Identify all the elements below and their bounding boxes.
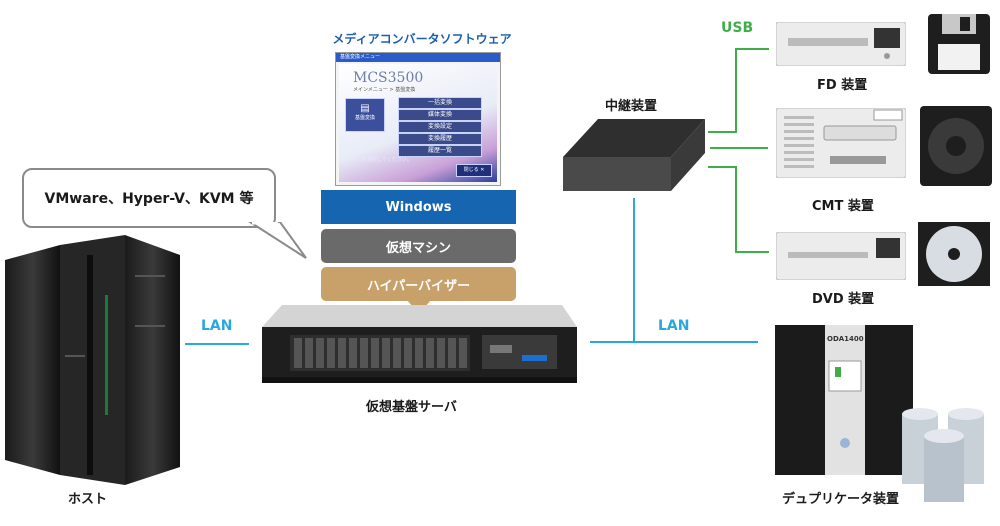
screen-menu-item-4: 変換履歴 bbox=[398, 133, 482, 145]
dvd-label: DVD 装置 bbox=[812, 292, 875, 307]
screen-title-text: 基盤変換メニュー bbox=[340, 54, 381, 60]
usb-label: USB bbox=[721, 20, 754, 36]
screen-side-button: ▤ 基盤変換 bbox=[345, 98, 385, 132]
host-mainframe bbox=[5, 235, 180, 485]
lan-line-relay-vertical bbox=[633, 198, 635, 342]
callout-text: VMware、Hyper-V、KVM 等 bbox=[44, 191, 254, 207]
tape-reel-icon bbox=[920, 106, 992, 186]
usb-line-fd-vertical bbox=[735, 48, 737, 132]
vm-layer: 仮想マシン bbox=[321, 229, 516, 263]
usb-line-dvd-vertical bbox=[735, 166, 737, 252]
optical-disc-icon bbox=[918, 222, 990, 286]
usb-line-dvd-bottom bbox=[735, 251, 769, 253]
dvd-drive bbox=[776, 232, 906, 280]
screen-menu-item-5: 履歴一覧 bbox=[398, 145, 482, 157]
screen-product: MCS3500 bbox=[353, 70, 424, 86]
fd-label: FD 装置 bbox=[817, 78, 868, 93]
relay-device bbox=[563, 119, 705, 191]
duplicator-model: ODA1400 bbox=[827, 335, 864, 343]
disc-stack-icon bbox=[902, 408, 984, 502]
screen-menu-item-1: 一括変換 bbox=[398, 97, 482, 109]
screen-close-button: 閉じる ✕ bbox=[456, 164, 492, 177]
windows-layer: Windows bbox=[321, 190, 516, 224]
server-label: 仮想基盤サーバ bbox=[366, 400, 457, 415]
lan-line-host-server bbox=[185, 343, 249, 345]
screen-side-button-label: 基盤変換 bbox=[354, 115, 375, 121]
hypervisor-layer: ハイパーバイザー bbox=[321, 267, 516, 301]
software-label: メディアコンバータソフトウェア bbox=[332, 32, 512, 46]
lan-label-right: LAN bbox=[658, 318, 690, 334]
screen-menu-item-2: 媒体変換 bbox=[398, 109, 482, 121]
floppy-disk-icon bbox=[928, 14, 990, 74]
lan-label-left: LAN bbox=[201, 318, 233, 334]
document-icon: ▤ bbox=[360, 103, 370, 114]
hypervisor-callout: VMware、Hyper-V、KVM 等 bbox=[22, 168, 276, 228]
usb-line-dvd-top bbox=[708, 166, 737, 168]
screen-status: ボタンを選択してください。 bbox=[347, 157, 412, 163]
virtual-server bbox=[262, 305, 577, 383]
relay-label: 中継装置 bbox=[605, 99, 658, 114]
screen-menu-path: メインメニュー > 基盤変換 bbox=[353, 87, 416, 93]
duplicator-label: デュプリケータ装置 bbox=[782, 492, 900, 507]
lan-line-server-duplicator bbox=[590, 341, 758, 343]
fd-drive bbox=[776, 22, 906, 66]
usb-line-fd-bottom bbox=[708, 131, 737, 133]
cmt-label: CMT 装置 bbox=[812, 199, 874, 214]
host-label: ホスト bbox=[68, 492, 108, 507]
duplicator-device bbox=[775, 325, 913, 475]
screen-menu-item-3: 変換設定 bbox=[398, 121, 482, 133]
usb-line-cmt bbox=[710, 147, 768, 149]
cmt-drive bbox=[776, 108, 906, 178]
screen-title-bar: 基盤変換メニュー bbox=[336, 53, 500, 62]
callout-tail bbox=[248, 222, 307, 259]
usb-line-fd-top bbox=[735, 48, 769, 50]
